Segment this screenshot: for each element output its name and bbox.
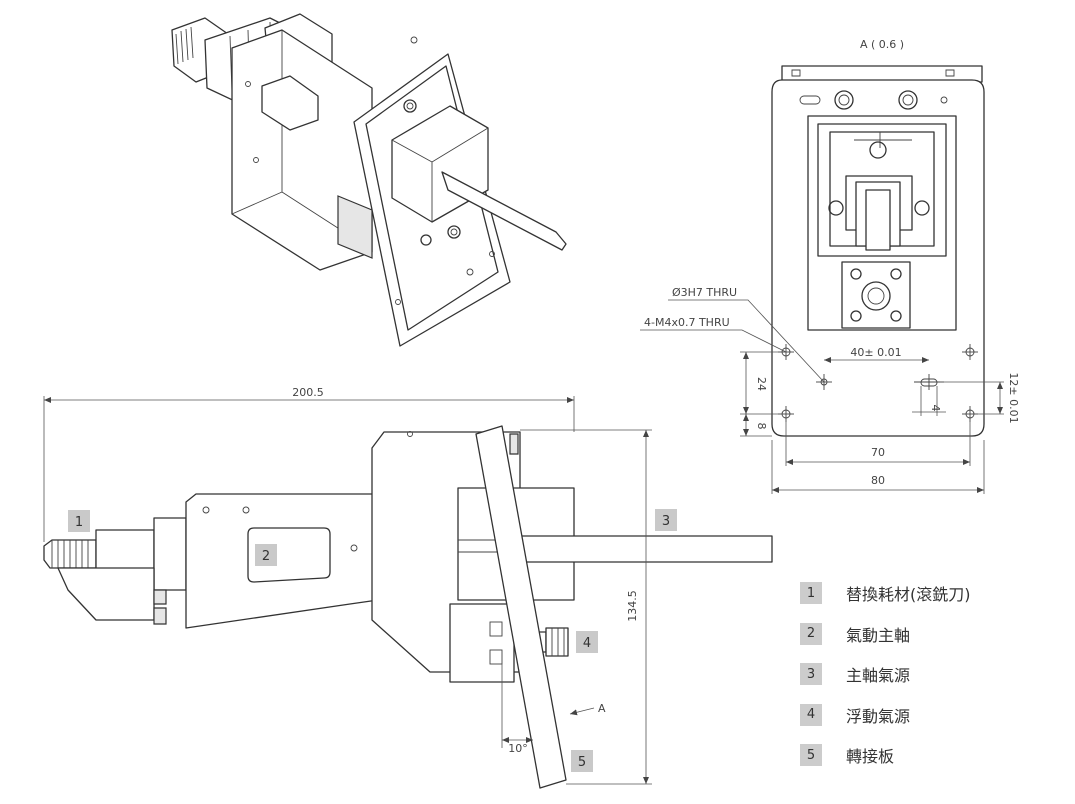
dim-24: 24 (755, 377, 768, 391)
legend-item-3: 3 主軸氣源 (800, 663, 1060, 685)
dim-70: 70 (871, 446, 885, 459)
plate-view: A ( 0.6 ) (640, 38, 1020, 494)
callout-5: 5 (578, 755, 586, 770)
legend-number: 5 (800, 744, 822, 766)
dim-12: 12± 0.01 (1007, 372, 1020, 423)
width-dimension: 200.5 (292, 386, 324, 399)
dim-40: 40± 0.01 (850, 346, 901, 359)
legend-label: 轉接板 (846, 747, 895, 766)
view-a-title: A ( 0.6 ) (860, 38, 904, 51)
legend-item-1: 1 替換耗材(滾銑刀) (800, 582, 1060, 604)
legend-item-2: 2 氣動主軸 (800, 622, 1060, 645)
hole-note-dowel: Ø3H7 THRU (672, 286, 737, 299)
isometric-view (171, 13, 567, 347)
legend-label: 氣動主軸 (846, 625, 911, 645)
hole-note-thread: 4-M4x0.7 THRU (644, 316, 730, 329)
dim-80: 80 (871, 474, 885, 487)
legend-number: 3 (800, 663, 822, 685)
view-arrow-label: A (598, 702, 606, 715)
height-dimension: 134.5 (626, 590, 639, 622)
parts-legend: 1 替換耗材(滾銑刀) 2 氣動主軸 3 主軸氣源 4 浮動氣源 5 轉接板 (800, 582, 1060, 785)
legend-item-5: 5 轉接板 (800, 744, 1060, 766)
callout-2: 2 (262, 549, 270, 564)
side-view: 200.5 134.5 (43, 386, 773, 789)
legend-number: 1 (800, 582, 822, 604)
callout-3: 3 (662, 514, 670, 529)
angle-dimension: 10° (508, 742, 528, 755)
legend-label: 主軸氣源 (846, 666, 911, 685)
dim-8: 8 (755, 423, 768, 430)
callout-1: 1 (75, 515, 83, 530)
legend-label: 替換耗材(滾銑刀) (846, 585, 971, 604)
legend-label: 浮動氣源 (846, 706, 911, 726)
legend-item-4: 4 浮動氣源 (800, 703, 1060, 726)
callout-4: 4 (583, 636, 591, 651)
dim-4: 4 (929, 405, 942, 412)
legend-number: 4 (800, 703, 822, 726)
legend-number: 2 (800, 622, 822, 645)
